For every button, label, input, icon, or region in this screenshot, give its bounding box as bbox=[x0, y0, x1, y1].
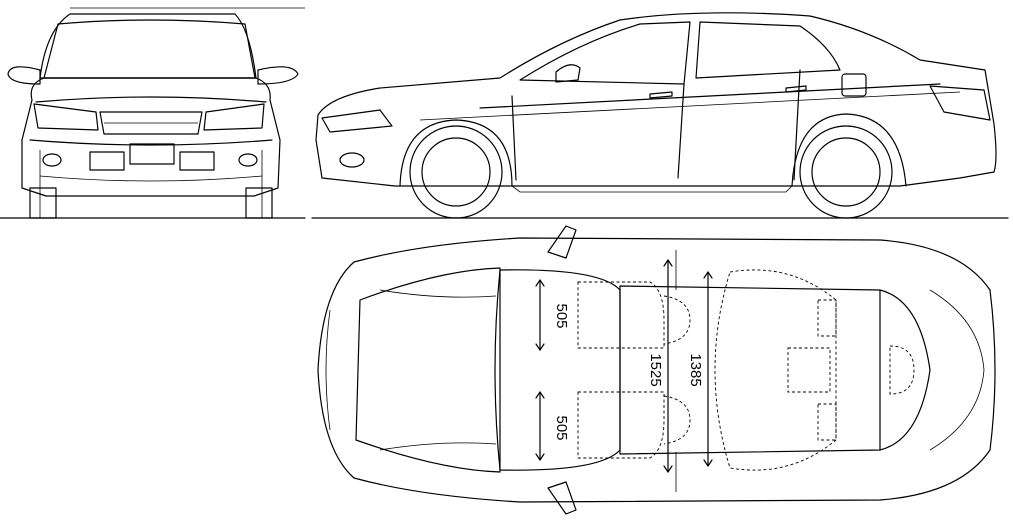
side-front-door-handle bbox=[649, 91, 673, 99]
top-front-seat-lower bbox=[577, 391, 665, 459]
side-rear-window bbox=[695, 21, 841, 79]
dim-1525-arrow-bottom bbox=[663, 465, 673, 473]
front-lower-spoiler bbox=[39, 175, 263, 182]
side-rear-arch bbox=[791, 113, 907, 187]
front-grille bbox=[99, 111, 203, 135]
side-body bbox=[315, 12, 997, 187]
side-mirror bbox=[555, 64, 581, 83]
dim-1385-arrow-bottom bbox=[703, 459, 713, 467]
top-front-bumper bbox=[325, 309, 331, 431]
front-license-plate bbox=[129, 143, 175, 165]
dim-1525-label: 1525 bbox=[647, 353, 664, 386]
front-left-tire bbox=[29, 187, 57, 219]
top-upper-mirror bbox=[547, 225, 577, 259]
top-spare-tire bbox=[889, 345, 915, 395]
dim-505-upper-arrow-top bbox=[535, 279, 545, 287]
dim-505-lower-arrow-bottom bbox=[535, 453, 545, 461]
side-front-rim bbox=[421, 137, 491, 207]
dim-505-upper-label: 505 bbox=[553, 303, 570, 328]
side-front-tire bbox=[409, 125, 503, 219]
top-front-headrest-lower bbox=[663, 395, 691, 445]
side-door-seam-a bbox=[511, 95, 517, 181]
front-hood-line bbox=[35, 96, 267, 103]
top-hood-crease-lower bbox=[379, 442, 497, 451]
front-roof bbox=[39, 13, 257, 79]
side-rocker bbox=[511, 185, 793, 193]
dim-505-lower-label: 505 bbox=[553, 415, 570, 440]
front-right-fog-light bbox=[238, 153, 258, 167]
top-rear-bench bbox=[714, 269, 837, 471]
top-trunk bbox=[929, 289, 985, 451]
front-windshield bbox=[43, 19, 256, 79]
front-right-headlight bbox=[203, 103, 265, 131]
front-left-fog-light bbox=[42, 153, 62, 167]
side-fog-light bbox=[339, 152, 365, 168]
side-rear-tire bbox=[799, 125, 893, 219]
front-left-intake bbox=[89, 151, 125, 171]
top-front-headrest-upper bbox=[663, 295, 691, 345]
top-front-seat-upper bbox=[577, 281, 665, 349]
dim-505-upper-arrow-bottom bbox=[535, 343, 545, 351]
top-rear-armrest bbox=[787, 347, 831, 393]
side-rear-door-handle bbox=[785, 85, 807, 93]
top-hood-crease-upper bbox=[379, 289, 497, 298]
side-rear-rim bbox=[811, 137, 881, 207]
side-fuel-cap bbox=[841, 73, 867, 97]
dim-1385-label: 1385 bbox=[687, 353, 704, 386]
front-right-tire bbox=[245, 187, 273, 219]
top-rear-window bbox=[879, 289, 931, 451]
top-hood bbox=[355, 267, 501, 473]
dim-1385-arrow-top bbox=[703, 271, 713, 279]
side-character-line bbox=[419, 91, 961, 121]
top-view: 505 505 1525 1385 bbox=[317, 225, 996, 515]
dim-505-lower-arrow-top bbox=[535, 391, 545, 399]
front-right-mirror bbox=[257, 66, 299, 85]
side-door-seam-front bbox=[677, 83, 685, 179]
front-view bbox=[0, 7, 306, 219]
top-rear-headrest-upper bbox=[817, 299, 837, 337]
front-left-headlight bbox=[33, 103, 99, 131]
top-body bbox=[317, 237, 996, 503]
top-windshield bbox=[494, 269, 621, 471]
front-body bbox=[21, 77, 281, 197]
top-lower-mirror bbox=[547, 481, 577, 515]
side-headlight bbox=[321, 109, 393, 133]
side-belt-line bbox=[479, 83, 941, 109]
front-right-intake bbox=[179, 151, 215, 171]
side-front-arch bbox=[399, 119, 513, 187]
side-front-window bbox=[519, 21, 691, 85]
side-view bbox=[311, 12, 1009, 219]
side-taillight bbox=[929, 85, 991, 121]
front-bumper-line bbox=[29, 139, 273, 146]
top-rear-headrest-lower bbox=[817, 403, 837, 441]
dim-1525-arrow-top bbox=[663, 259, 673, 267]
front-left-mirror bbox=[7, 66, 41, 85]
